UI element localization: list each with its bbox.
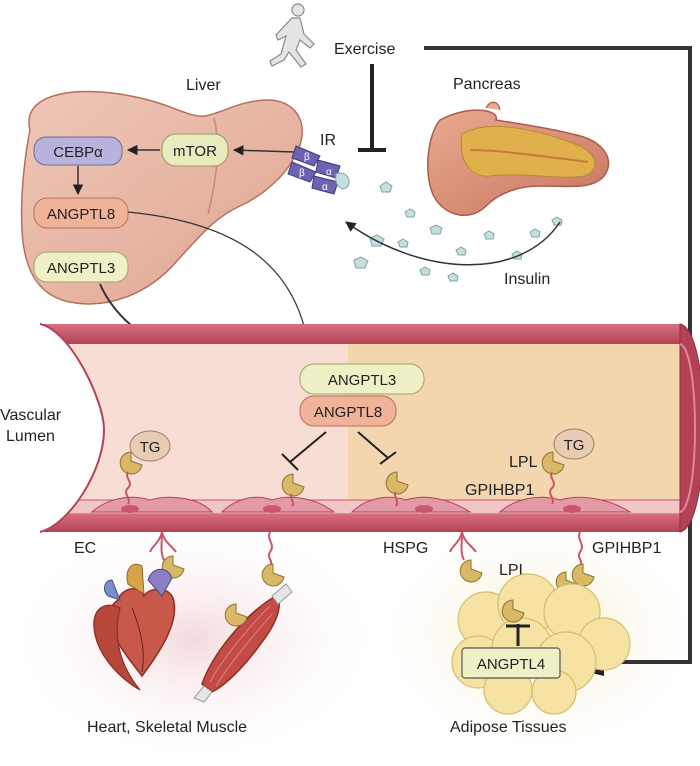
angptl4-inhibition (506, 624, 530, 646)
angptl3-liver-label: ANGPTL3 (47, 260, 115, 277)
insulin-label: Insulin (504, 271, 550, 288)
mtor-box: mTOR (161, 133, 229, 167)
angptl-inhibition-lines (281, 431, 397, 471)
lpl-left-lumen (119, 451, 143, 505)
tg-right-label: TG (564, 437, 585, 454)
pancreas-icon (427, 101, 610, 217)
tg-left-bubble: TG (129, 430, 171, 462)
hspg-right (449, 531, 477, 561)
cebpa-label: CEBPα (53, 144, 103, 161)
lpl-adipose-cell (501, 599, 525, 623)
tg-left-label: TG (140, 439, 161, 456)
gpihbp1-below-1 (261, 531, 285, 587)
angptl4-label: ANGPTL4 (477, 656, 545, 673)
lpl-inhibited-1 (281, 473, 305, 507)
heart-muscle-label: Heart, Skeletal Muscle (87, 719, 247, 736)
receptor-alpha-1: α (326, 167, 332, 178)
adipose-label: Adipose Tissues (450, 719, 567, 736)
heart-icon (93, 563, 176, 691)
insulin-receptor: β β α α (287, 145, 350, 195)
angptl8-vessel-box: ANGPTL8 (299, 395, 397, 427)
angptl3-vessel-box: ANGPTL3 (299, 363, 425, 395)
ir-label: IR (320, 132, 336, 149)
angptl3-liver-box: ANGPTL3 (33, 251, 129, 283)
lpl-inhibited-2 (385, 471, 409, 507)
skeletal-muscle-icon (193, 583, 293, 703)
hspg-left (149, 531, 177, 561)
vessel-wall-bottom (40, 514, 680, 532)
vessel-end-right (679, 323, 700, 533)
vessel-wall-top (40, 324, 680, 344)
heart-muscle-background (5, 515, 385, 765)
exercise-inhibition-arrow (358, 64, 386, 152)
ec-label: EC (74, 540, 96, 557)
runner-icon (269, 3, 315, 68)
gpihbp1-below-2 (571, 531, 595, 587)
tg-right-bubble: TG (553, 428, 595, 460)
hspg-label: HSPG (383, 540, 428, 557)
receptor-beta-2: β (299, 168, 305, 179)
angptl3-vessel-label: ANGPTL3 (328, 372, 396, 389)
angptl8-secretion-arrow (127, 211, 314, 359)
gpihbp1-top-label: GPIHBP1 (465, 482, 534, 499)
receptor-beta-1: β (304, 152, 310, 163)
gpihbp1-bottom-label: GPIHBP1 (592, 540, 661, 557)
ir-to-mtor-arrow (232, 145, 295, 156)
pancreas-label: Pancreas (453, 76, 521, 93)
cebpa-box: CEBPα (33, 136, 123, 166)
lpl-top-label: LPL (509, 454, 538, 471)
vascular-label: Vascular (0, 407, 62, 424)
lpl-below-2 (459, 559, 483, 583)
receptor-alpha-2: α (322, 182, 328, 193)
angptl8-liver-box: ANGPTL8 (33, 197, 129, 229)
angptl4-box: ANGPTL4 (461, 647, 561, 679)
lpl-right-lumen (541, 451, 565, 505)
lumen-label: Lumen (6, 428, 55, 445)
insulin-to-ir-arrow (345, 221, 561, 266)
angptl8-liver-label: ANGPTL8 (47, 206, 115, 223)
blood-vessel (20, 323, 700, 533)
liver-label: Liver (186, 77, 221, 94)
mtor-label: mTOR (173, 143, 217, 160)
exercise-label: Exercise (334, 41, 395, 58)
angptl8-vessel-label: ANGPTL8 (314, 404, 382, 421)
